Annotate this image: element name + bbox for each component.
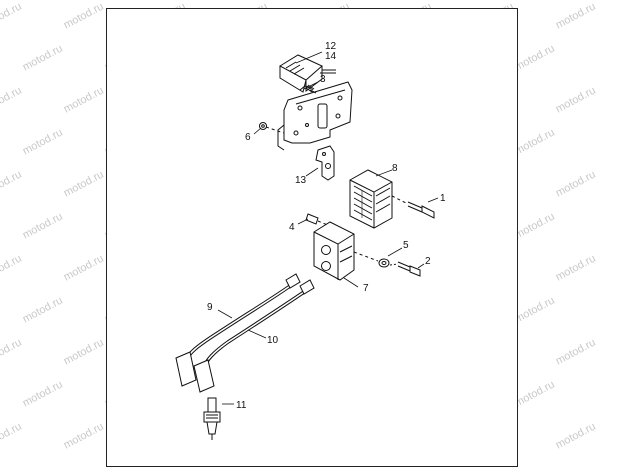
callout-8: 8 — [392, 163, 398, 174]
leader-lines — [217, 51, 439, 405]
callout-labels: 12 14 3 6 8 13 1 4 5 2 7 9 10 11 — [207, 41, 446, 411]
callout-13: 13 — [295, 175, 307, 186]
callout-5: 5 — [403, 240, 409, 251]
bracket-13-part — [315, 145, 335, 181]
callout-6: 6 — [245, 132, 251, 143]
callout-7: 7 — [363, 283, 369, 294]
callout-12: 12 — [325, 41, 337, 52]
spark-plug-11-part — [203, 397, 221, 440]
washer-5-part — [353, 251, 390, 268]
callout-14: 14 — [325, 51, 337, 62]
callout-4: 4 — [289, 222, 295, 233]
callout-9: 9 — [207, 302, 213, 313]
bolt-2-part — [389, 261, 421, 277]
callout-1: 1 — [440, 193, 446, 204]
callout-10: 10 — [267, 335, 279, 346]
bolt-1-part — [391, 195, 435, 219]
callout-3: 3 — [320, 74, 326, 85]
callout-11: 11 — [236, 400, 247, 411]
diagram-frame — [106, 8, 518, 467]
ignition-module-part — [278, 54, 336, 93]
coil-cover-7-part — [313, 221, 355, 281]
ignition-coil-8-part — [349, 169, 393, 229]
mounting-plate-part — [277, 81, 353, 151]
nut-6-part — [259, 122, 285, 134]
callout-2: 2 — [425, 256, 431, 267]
spark-plug-wire-10-part — [193, 279, 315, 393]
spark-plug-wire-9-part — [175, 273, 301, 387]
screw-3-part — [305, 84, 317, 94]
pin-4-part — [305, 213, 331, 227]
